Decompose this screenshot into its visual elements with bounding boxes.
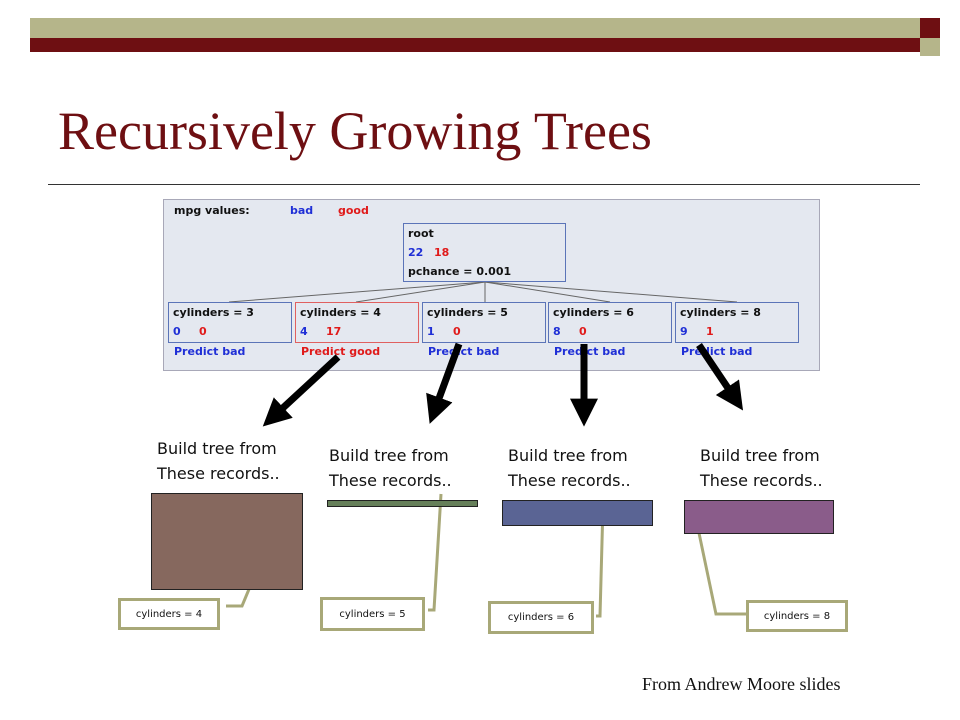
source-credit: From Andrew Moore slides	[642, 674, 841, 694]
build-label-4: Build tree from These records..	[700, 443, 823, 493]
root-pchance: pchance = 0.001	[408, 265, 512, 278]
build-label-line2: These records..	[700, 471, 823, 490]
build-label-line2: These records..	[508, 471, 631, 490]
child-bad-count: 8	[553, 325, 561, 338]
records-box-cyl6	[502, 500, 653, 526]
title-divider	[48, 184, 920, 185]
legend-good: good	[338, 204, 369, 217]
child-prediction-3: Predict bad	[554, 345, 626, 358]
child-prediction-2: Predict bad	[428, 345, 500, 358]
child-bad-count: 0	[173, 325, 181, 338]
child-node-2: cylinders = 5 1 0	[422, 302, 546, 343]
root-node: root 22 18 pchance = 0.001	[403, 223, 566, 282]
decision-tree-figure: mpg values: bad good root 22 18 pchance …	[163, 199, 820, 371]
records-box-cyl5	[327, 500, 478, 507]
leader-cyl6	[596, 504, 605, 618]
child-label: cylinders = 4	[300, 306, 381, 319]
header-bar-dark	[30, 38, 920, 52]
leader-cyl5	[428, 493, 443, 612]
build-label-3: Build tree from These records..	[508, 443, 631, 493]
callout-cyl4: cylinders = 4	[118, 598, 220, 630]
build-label-line1: Build tree from	[700, 446, 820, 465]
child-node-0: cylinders = 3 0 0	[168, 302, 292, 343]
build-label-line1: Build tree from	[508, 446, 628, 465]
callout-cyl5: cylinders = 5	[320, 597, 425, 631]
child-good-count: 0	[579, 325, 587, 338]
legend-bad: bad	[290, 204, 314, 217]
build-label-1: Build tree from These records..	[157, 436, 280, 486]
tree-connectors	[228, 281, 738, 303]
leader-cyl4	[226, 581, 254, 608]
child-node-4: cylinders = 8 9 1	[675, 302, 799, 343]
leader-cyl8	[693, 513, 746, 616]
child-label: cylinders = 3	[173, 306, 254, 319]
arrow-cyl5	[426, 342, 463, 424]
page-title: Recursively Growing Trees	[58, 101, 652, 161]
child-prediction-1: Predict good	[301, 345, 381, 358]
build-label-line2: These records..	[157, 464, 280, 483]
child-good-count: 0	[453, 325, 461, 338]
header-corner-light	[920, 38, 940, 56]
child-bad-count: 1	[427, 325, 435, 338]
child-label: cylinders = 5	[427, 306, 508, 319]
header-corner-dark	[920, 18, 940, 38]
build-label-line1: Build tree from	[329, 446, 449, 465]
callout-cyl8: cylinders = 8	[746, 600, 848, 632]
root-bad-count: 22	[408, 246, 424, 259]
child-good-count: 1	[706, 325, 714, 338]
arrow-cyl4	[262, 354, 341, 427]
child-node-3: cylinders = 6 8 0	[548, 302, 672, 343]
records-box-cyl4	[151, 493, 303, 590]
root-label: root	[408, 227, 434, 240]
child-bad-count: 4	[300, 325, 308, 338]
root-good-count: 18	[434, 246, 450, 259]
child-node-1: cylinders = 4 4 17	[295, 302, 419, 343]
records-box-cyl8	[684, 500, 834, 534]
child-label: cylinders = 8	[680, 306, 761, 319]
build-label-2: Build tree from These records..	[329, 443, 452, 493]
callout-cyl6: cylinders = 6	[488, 601, 594, 634]
build-label-line1: Build tree from	[157, 439, 277, 458]
legend-label: mpg values:	[174, 204, 250, 217]
child-label: cylinders = 6	[553, 306, 634, 319]
build-label-line2: These records..	[329, 471, 452, 490]
child-prediction-0: Predict bad	[174, 345, 246, 358]
arrow-cyl8	[696, 343, 744, 411]
header-bar-light	[30, 18, 920, 38]
child-good-count: 17	[326, 325, 342, 338]
child-good-count: 0	[199, 325, 207, 338]
child-bad-count: 9	[680, 325, 688, 338]
